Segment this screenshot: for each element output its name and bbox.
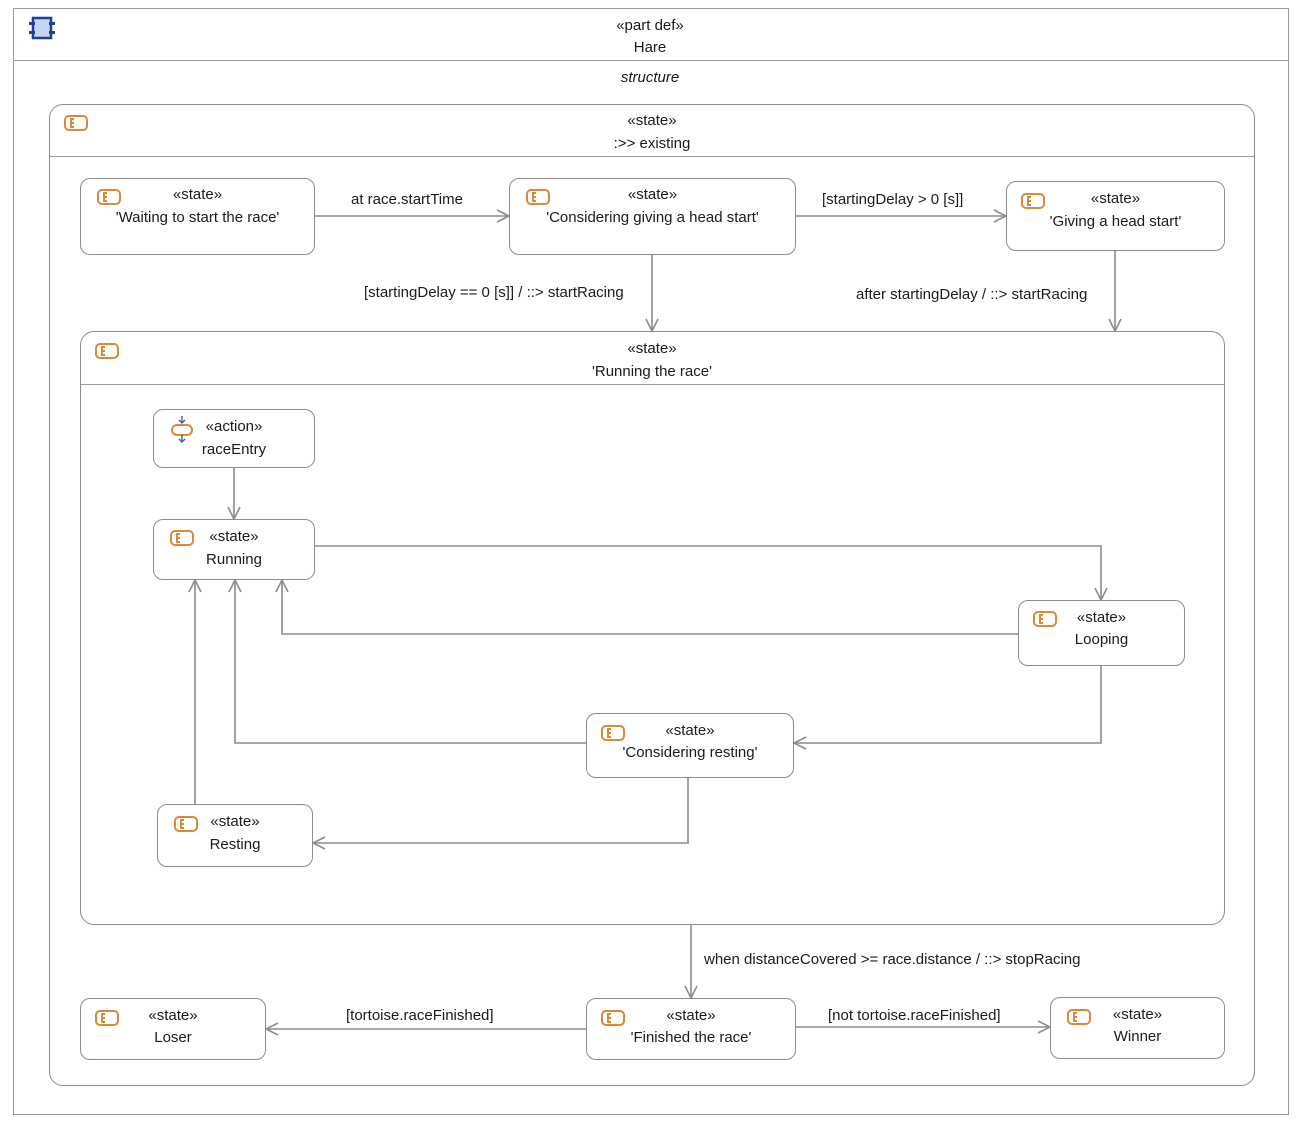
state-icon	[601, 725, 625, 741]
state-existing-name: :>> existing	[613, 135, 691, 152]
structure-compartment-label: structure	[620, 69, 680, 86]
state-winner-name: Winner	[1113, 1028, 1162, 1045]
state-considering-resting-stereotype: «state»	[665, 722, 715, 739]
state-running-name: Running	[206, 551, 262, 568]
part-def-name: Hare	[633, 39, 667, 56]
state-icon	[1033, 611, 1057, 627]
state-resting-name: Resting	[209, 836, 261, 853]
state-running-the-race-name: 'Running the race'	[592, 363, 712, 380]
state-icon	[95, 1010, 119, 1026]
state-icon	[95, 343, 119, 359]
transition-considering-rest-line	[313, 778, 689, 843]
state-icon	[97, 189, 121, 205]
transition-start-label: at race.startTime	[351, 191, 463, 208]
action-race-entry[interactable]: «action» raceEntry	[153, 409, 315, 468]
state-considering-head-start-stereotype: «state»	[627, 186, 678, 203]
state-considering-head-start[interactable]: «state» 'Considering giving a head start…	[509, 178, 796, 255]
action-race-entry-stereotype: «action»	[205, 418, 263, 435]
state-icon	[170, 530, 194, 546]
state-loser-name: Loser	[154, 1029, 192, 1046]
state-looping[interactable]: «state» Looping	[1018, 600, 1185, 666]
state-waiting-name: 'Waiting to start the race'	[115, 209, 280, 226]
state-loser[interactable]: «state» Loser	[80, 998, 266, 1060]
transition-delay-positive-label: [startingDelay > 0 [s]]	[822, 191, 964, 208]
state-giving-head-start[interactable]: «state» 'Giving a head start'	[1006, 181, 1225, 251]
state-running-the-race-divider	[81, 384, 1224, 385]
state-resting[interactable]: «state» Resting	[157, 804, 313, 867]
state-looping-name: Looping	[1074, 631, 1129, 648]
transition-finished-label: when distanceCovered >= race.distance / …	[704, 951, 1081, 968]
state-considering-resting[interactable]: «state» 'Considering resting'	[586, 713, 794, 778]
state-running-stereotype: «state»	[209, 528, 259, 545]
state-looping-stereotype: «state»	[1076, 609, 1127, 626]
transition-delay-zero-label: [startingDelay == 0 [s]] / ::> startRaci…	[364, 284, 624, 301]
state-finished-stereotype: «state»	[666, 1007, 716, 1024]
state-existing-divider	[50, 156, 1254, 157]
state-icon	[526, 189, 550, 205]
state-running[interactable]: «state» Running	[153, 519, 315, 580]
state-considering-head-start-name: 'Considering giving a head start'	[546, 209, 759, 226]
state-existing-stereotype: «state»	[627, 112, 677, 129]
state-icon	[174, 816, 198, 832]
state-icon	[64, 115, 88, 131]
state-icon	[1021, 193, 1045, 209]
state-winner-stereotype: «state»	[1112, 1006, 1163, 1023]
part-def-header-divider	[13, 60, 1288, 61]
state-running-the-race-stereotype: «state»	[627, 340, 677, 357]
state-giving-head-start-stereotype: «state»	[1090, 190, 1141, 207]
state-loser-stereotype: «state»	[148, 1007, 198, 1024]
state-icon	[601, 1010, 625, 1026]
state-waiting-stereotype: «state»	[172, 186, 223, 203]
state-considering-resting-name: 'Considering resting'	[622, 744, 758, 761]
transition-considering-running-line	[235, 580, 586, 744]
state-winner[interactable]: «state» Winner	[1050, 997, 1225, 1059]
state-giving-head-start-name: 'Giving a head start'	[1049, 213, 1182, 230]
transition-looping-resting-line	[794, 666, 1102, 743]
action-entry-icon	[170, 416, 194, 444]
transition-after-delay-label: after startingDelay / ::> startRacing	[856, 286, 1088, 303]
state-finished[interactable]: «state» 'Finished the race'	[586, 998, 796, 1060]
action-race-entry-name: raceEntry	[201, 441, 267, 458]
transition-running-looping-line	[315, 545, 1101, 600]
state-finished-name: 'Finished the race'	[630, 1029, 752, 1046]
state-waiting[interactable]: «state» 'Waiting to start the race'	[80, 178, 315, 255]
transition-looping-running-line	[282, 580, 1018, 635]
state-resting-stereotype: «state»	[210, 813, 260, 830]
part-def-stereotype: «part def»	[616, 17, 684, 34]
part-def-icon	[28, 15, 56, 41]
state-icon	[1067, 1009, 1091, 1025]
transition-lose-label: [tortoise.raceFinished]	[346, 1007, 494, 1024]
transition-win-label: [not tortoise.raceFinished]	[828, 1007, 1001, 1024]
